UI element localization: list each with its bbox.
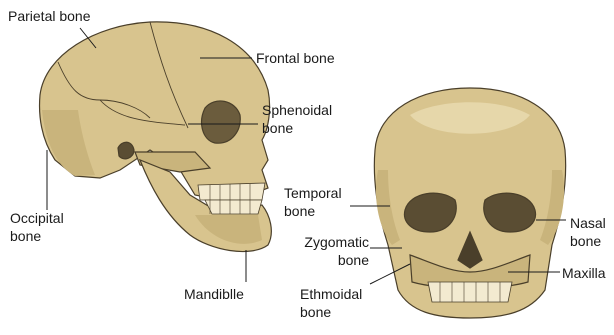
label-occipital-bone-line1: Occipital [10,210,64,227]
side-teeth-upper [198,183,265,200]
front-orbit-right [484,193,536,232]
front-skull [374,88,565,318]
label-temporal-bone-line2: bone [284,203,315,220]
side-ear [118,142,134,159]
label-parietal-bone: Parietal bone [8,8,91,25]
label-nasal-bone-line1: Nasal [570,215,606,232]
front-teeth [428,282,512,302]
side-skull [40,22,272,252]
label-sphenoidal-bone-line1: Sphenoidal [262,102,332,119]
label-temporal-bone-line1: Temporal [284,185,342,202]
label-mandible: Mandiblle [184,286,244,303]
label-occipital-bone-line2: bone [10,228,41,245]
label-ethmoidal-bone-line1: Ethmoidal [300,286,362,303]
label-maxilla: Maxilla [562,265,606,282]
front-orbit-left [404,193,456,232]
label-ethmoidal-bone-line2: bone [300,304,331,321]
label-frontal-bone: Frontal bone [256,50,335,67]
label-zygomatic-bone-line2: bone [285,252,369,269]
label-nasal-bone-line2: bone [570,233,601,250]
label-zygomatic-bone-line1: Zygomatic [285,234,369,251]
side-teeth-lower [205,200,262,214]
label-sphenoidal-bone-line2: bone [262,120,293,137]
